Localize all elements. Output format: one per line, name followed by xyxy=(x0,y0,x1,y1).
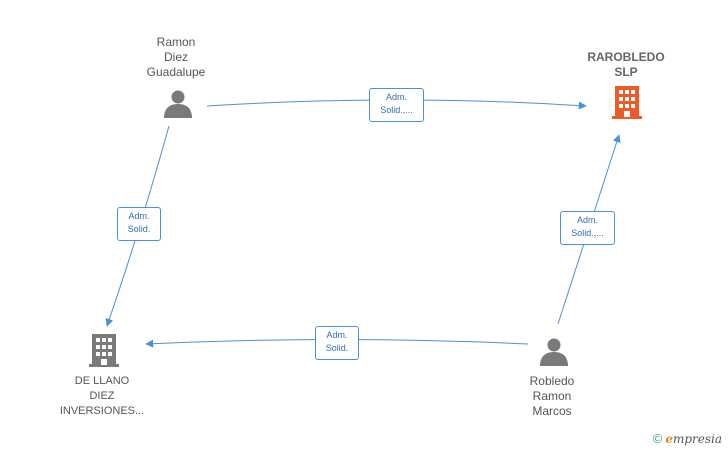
node-label-line: DIEZ xyxy=(89,390,115,402)
edge-label-line: Adm. xyxy=(128,211,150,221)
edge-label-line: Adm. xyxy=(326,330,348,340)
edge-label-line: Solid. xyxy=(127,224,151,234)
brand-watermark: ©empresia xyxy=(653,431,722,446)
node-label-line: RAROBLEDO xyxy=(587,50,665,64)
brand-logo-e: e xyxy=(665,432,673,446)
edge-label-line: Solid.,... xyxy=(571,228,604,238)
brand-logo-text: mpresia xyxy=(672,432,722,446)
edge-label-ramon-dellano[interactable]: Adm. Solid. xyxy=(117,207,161,241)
node-label-line: DE LLANO xyxy=(74,375,130,387)
edge-label-line: Solid. xyxy=(325,343,349,353)
edge-label-line: Adm. xyxy=(576,215,598,225)
edge-label-ramon-rarobledo[interactable]: Adm. Solid.,... xyxy=(369,88,424,122)
building-icon[interactable] xyxy=(89,334,119,367)
copyright-icon: © xyxy=(652,431,663,446)
edge-label-robledo-rarobledo[interactable]: Adm. Solid.,... xyxy=(560,211,615,245)
node-label-ramon[interactable]: Ramon Diez Guadalupe xyxy=(106,35,246,80)
node-label-line: Guadalupe xyxy=(146,65,206,79)
node-label-dellano[interactable]: DE LLANO DIEZ INVERSIONES... xyxy=(32,374,172,419)
building-icon[interactable] xyxy=(612,86,642,119)
person-icon[interactable] xyxy=(540,338,568,367)
edge-label-line: Solid.,... xyxy=(380,105,413,115)
node-label-rarobledo[interactable]: RAROBLEDO SLP xyxy=(556,50,696,80)
node-label-robledo[interactable]: Robledo Ramon Marcos xyxy=(482,374,622,419)
node-label-line: Ramon xyxy=(156,35,196,49)
node-label-line: Robledo xyxy=(529,374,575,388)
person-icon[interactable] xyxy=(164,90,192,119)
node-label-line: Diez xyxy=(163,50,188,64)
edge-label-robledo-dellano[interactable]: Adm. Solid. xyxy=(315,326,359,360)
edge-label-line: Adm. xyxy=(385,92,407,102)
node-label-line: Marcos xyxy=(532,404,572,418)
node-label-line: Ramon xyxy=(532,389,572,403)
node-label-line: INVERSIONES... xyxy=(59,405,145,417)
node-label-line: SLP xyxy=(614,65,638,79)
